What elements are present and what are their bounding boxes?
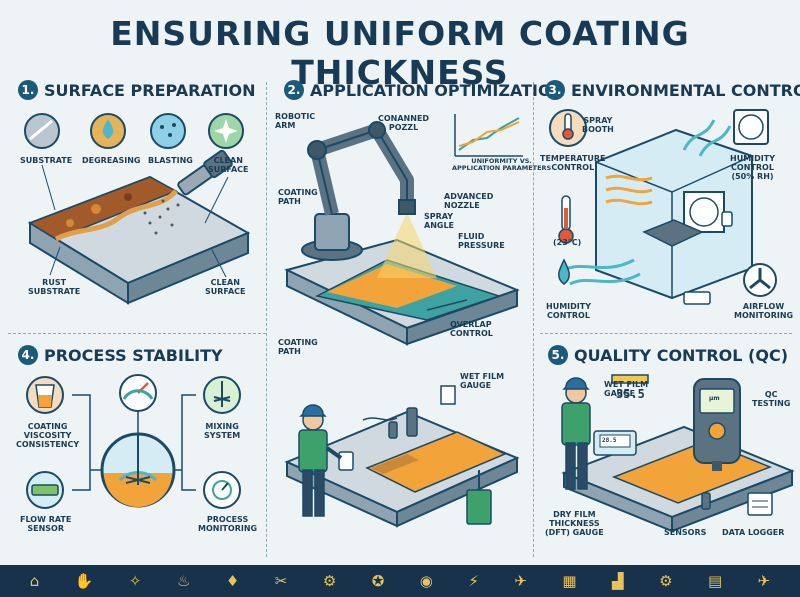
section-title: PROCESS STABILITY <box>44 345 223 365</box>
label-spray-booth: SPRAY BOOTH <box>582 116 614 135</box>
label-rust-substrate: RUST SUBSTRATE <box>28 278 81 297</box>
divider <box>533 82 534 557</box>
thermometer-icon <box>558 195 574 244</box>
label-clean-surface-bottom: CLEAN SURFACE <box>205 278 246 297</box>
spray-gun-icon: ✈ <box>514 571 527 590</box>
label-temperature-value: (23°C) <box>553 238 582 247</box>
viscosity-cup-icon <box>26 376 64 414</box>
bulb-icon: ♨ <box>176 571 191 590</box>
section-title: SURFACE PREPARATION <box>44 80 256 100</box>
gear-icon: ⚙ <box>659 571 673 590</box>
degreasing-icon <box>90 113 126 149</box>
wet-film-illustration <box>284 385 520 528</box>
trowel-icon: ⌂ <box>29 571 40 590</box>
flow-rate-sensor-icon <box>26 471 64 509</box>
section-header-surface-preparation: 1. SURFACE PREPARATION <box>18 80 256 100</box>
label-degreasing: DEGREASING <box>82 156 141 165</box>
mixing-system-icon <box>203 376 241 414</box>
label-sensors: SENSORS <box>664 528 707 537</box>
tools-icon: ✂ <box>274 571 288 590</box>
thermometer-icon <box>549 109 587 147</box>
divider <box>8 333 266 334</box>
label-coating-viscosity: COATING VISCOSITY CONSISTENCY <box>16 422 80 450</box>
label-conanned-pozzl: CONANNED POZZL <box>378 114 430 133</box>
section-title: APPLICATION OPTIMIZATION <box>310 80 565 100</box>
process-monitoring-icon <box>203 471 241 509</box>
label-robotic-arm: ROBOTIC ARM <box>275 112 316 131</box>
divider <box>540 333 792 334</box>
gear-icon: ⚙ <box>322 571 337 590</box>
tablet-icon <box>338 451 354 471</box>
surface-prep-illustration <box>24 113 251 305</box>
label-coating-path-top: COATING PATH <box>278 188 318 207</box>
spray-icon: ✧ <box>128 571 142 590</box>
flame-icon: ♦ <box>225 571 240 590</box>
drop-icon: ◉ <box>419 571 433 590</box>
humidity-drop-icon <box>558 258 570 285</box>
doc-icon: ▤ <box>708 571 723 590</box>
sensor-icon <box>701 492 711 510</box>
sensor-icon <box>683 291 711 305</box>
label-dft-gauge: DRY FILM THICKNESS (DFT) GAUGE <box>545 510 604 538</box>
label-qc-testing: QC TESTING <box>752 390 791 409</box>
label-humidity-control-top: HUMIDITY CONTROL (50% RH) <box>730 154 775 182</box>
section-title: QUALITY CONTROL (QC) <box>574 345 789 365</box>
label-wet-film-gauge-center: WET FILM GAUGE <box>460 372 505 391</box>
process-stability-illustration <box>26 374 241 509</box>
label-data-logger: DATA LOGGER <box>722 528 785 537</box>
chart-icon: ▟ <box>612 571 624 590</box>
label-wet-film-gauge-qc: WET FILM GAUGE <box>604 380 649 399</box>
label-blasting: BLASTING <box>148 156 193 165</box>
substrate-icon <box>24 113 60 149</box>
section-header-process-stability: 4. PROCESS STABILITY <box>18 345 223 365</box>
section-header-quality-control: 5. QUALITY CONTROL (QC) <box>548 345 788 365</box>
section-number: 1. <box>18 80 38 100</box>
label-advanced-nozzle: ADVANCED NOZZLE <box>444 192 494 211</box>
section-number: 4. <box>18 345 38 365</box>
badge-icon: ✪ <box>371 571 385 590</box>
data-logger-icon <box>747 492 773 516</box>
gauge-reading: 35.5 <box>616 387 645 401</box>
wet-film-gauge-icon <box>611 374 649 384</box>
label-overlap-control: OVERLAP CONTROL <box>450 320 493 339</box>
section-number: 5. <box>548 345 568 365</box>
divider <box>266 82 267 557</box>
label-clean-surface-top: CLEAN SURFACE <box>208 156 249 175</box>
label-process-monitoring: PROCESS MONITORING <box>198 515 258 534</box>
airflow-fan-icon <box>743 263 777 297</box>
footer-icon-strip: ⌂ ✋ ✧ ♨ ♦ ✂ ⚙ ✪ ◉ ⚡ ✈ ▦ ▟ ⚙ ▤ ✈ <box>0 565 800 597</box>
blasting-icon <box>150 113 186 149</box>
label-humidity-control-bottom: HUMIDITY CONTROL <box>546 302 591 321</box>
label-airflow-monitoring: AIRFLOW MONITORING <box>734 302 794 321</box>
section-header-application-optimization: 2. APPLICATION OPTIMIZATION <box>284 80 565 100</box>
pressure-gauge-icon <box>119 374 157 412</box>
section-header-environmental-control: 3. ENVIRONMENTAL CONTROL <box>545 80 800 100</box>
plug-icon: ⚡ <box>468 571 479 590</box>
page-title: ENSURING UNIFORM COATING THICKNESS <box>110 14 690 92</box>
application-illustration <box>284 114 523 346</box>
chart-caption: UNIFORMITY VS. APPLICATION PARAMETERS <box>452 157 552 173</box>
grid-icon: ▦ <box>562 571 577 590</box>
section-number: 3. <box>545 80 565 100</box>
label-flow-rate-sensor: FLOW RATE SENSOR <box>20 515 72 534</box>
label-fluid-pressure: FLUID PRESSURE <box>458 232 505 251</box>
label-spray-angle: SPRAY ANGLE <box>424 212 455 231</box>
section-number: 2. <box>284 80 304 100</box>
gauge-unit: μm <box>709 395 720 402</box>
label-mixing-system: MIXING SYSTEM <box>204 422 241 441</box>
label-substrate: SUBSTRATE <box>20 156 73 165</box>
environment-illustration <box>549 109 777 305</box>
label-temperature-control: TEMPERATURE CONTROL <box>540 154 606 173</box>
hand-icon: ✋ <box>74 571 94 590</box>
plane-icon: ✈ <box>757 571 771 590</box>
screen-reading: 28.5 <box>602 437 617 444</box>
quality-control-illustration <box>561 374 795 533</box>
clean-surface-icon <box>208 113 244 149</box>
section-title: ENVIRONMENTAL CONTROL <box>571 80 800 100</box>
label-coating-path-bottom: COATING PATH <box>278 338 318 357</box>
